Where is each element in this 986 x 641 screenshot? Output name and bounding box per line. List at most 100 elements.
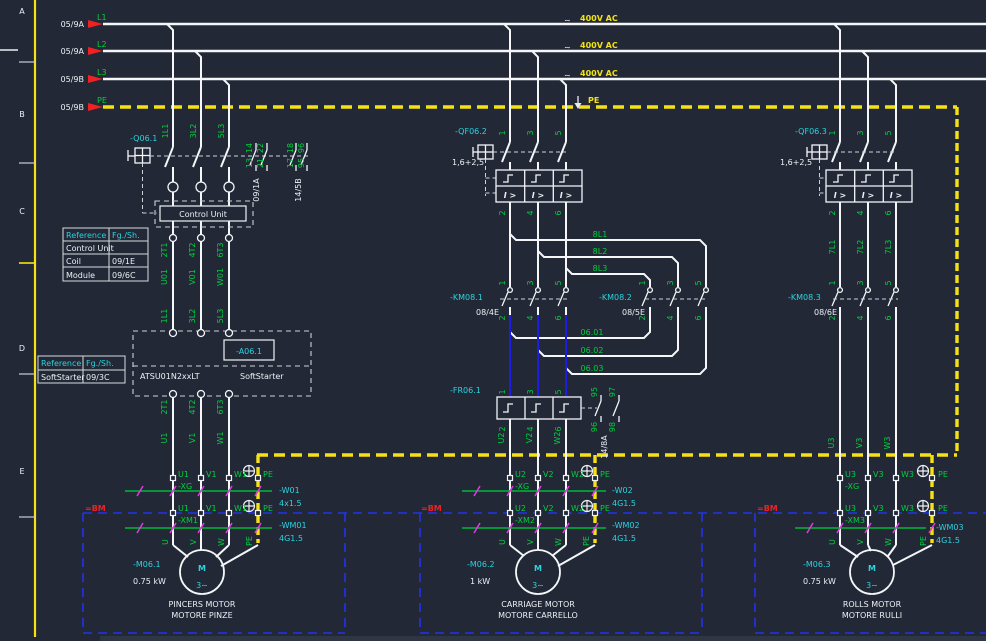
zone-bm-2: =BM (421, 504, 442, 513)
w-06-02: 06.02 (581, 346, 604, 355)
km3-p3: 3 (856, 280, 865, 285)
cable-w01-size: 4x1.5 (279, 499, 302, 508)
t1-r2c2: 09/1E (112, 257, 135, 266)
volt-1: 400V AC (580, 14, 618, 23)
earth-icon (916, 499, 930, 513)
qf3-p5: 5 (884, 130, 893, 135)
cable-wm02: -WM02 (612, 521, 640, 530)
qf3-i1: I > (834, 191, 846, 200)
xm3-v3: V3 (873, 504, 884, 513)
fr-p1: 1 (498, 389, 507, 394)
t1-r3c1: Module (66, 271, 95, 280)
cable-wm01: -WM01 (279, 521, 307, 530)
w-w1: W1 (216, 432, 225, 445)
pin-18: 18 (286, 143, 295, 153)
earth-icon (580, 499, 594, 513)
qf3-i2: I > (862, 191, 874, 200)
ss-out-6t3: 6T3 (216, 399, 225, 414)
cable-wm02-size: 4G1.5 (612, 534, 636, 543)
earth-icon (242, 464, 256, 478)
q06-1-aux-contacts (249, 143, 308, 171)
motor-m06-2 (515, 549, 561, 595)
device-fr06-1: -FR06.1 (450, 386, 481, 395)
qf2-p6: 6 (554, 210, 563, 215)
m3-u: U (828, 539, 837, 545)
m06-3-m: M (868, 564, 876, 573)
pin-95: 95 (297, 158, 306, 168)
xg2-pe: PE (600, 470, 610, 479)
km1-p5: 5 (554, 280, 563, 285)
device-m06-2: -M06.2 (467, 560, 495, 569)
t2-r1c2: 09/3C (86, 373, 110, 382)
volt-2: 400V AC (580, 41, 618, 50)
xm2-pe: PE (600, 504, 610, 513)
a06-1-tag-box (223, 339, 275, 361)
earth-icon (580, 464, 594, 478)
km1-p4: 4 (526, 315, 535, 320)
blue-wires (509, 315, 567, 397)
qf2-range: 1,6+2,5 (452, 158, 484, 167)
m06-3-cap2: MOTORE RULLI (842, 611, 902, 620)
rail-pe: PE (97, 96, 107, 105)
contactor-km08-3 (831, 286, 933, 566)
fr-p5: 5 (554, 389, 563, 394)
km1-p2: 2 (498, 315, 507, 320)
ref-l2: 05/9A (61, 47, 85, 56)
row-letter-b: B (19, 110, 25, 119)
device-qf06-3: -QF06.3 (795, 127, 827, 136)
terminal-row-xg-1 (169, 474, 262, 482)
contactor-km08-2 (509, 286, 710, 375)
source-arrow-l1 (88, 20, 103, 28)
xm2-u2: U2 (515, 504, 526, 513)
m06-2-m: M (534, 564, 542, 573)
row-letter-a: A (19, 7, 25, 16)
device-km08-3: -KM08.3 (788, 293, 821, 302)
qf06-2-handle-icon (472, 144, 494, 160)
qf2-i1: I > (504, 191, 516, 200)
ss-type: ATSU01N2xxLT (140, 372, 200, 381)
m06-3-3ph: 3∼ (866, 581, 878, 590)
m3-w: W (884, 538, 893, 546)
terminal-row-xm3 (836, 509, 936, 517)
km1-p3: 3 (526, 280, 535, 285)
w-w01: W01 (216, 268, 225, 286)
m06-2-3ph: 3∼ (532, 581, 544, 590)
xg3-u3: U3 (845, 470, 856, 479)
xg1-w1: W1 (234, 470, 247, 479)
bm-zone-boundaries (82, 512, 986, 634)
strip-xg-1: -XG (178, 482, 192, 491)
pe-top-label: PE (588, 96, 599, 105)
w-1l1: 1L1 (161, 124, 170, 139)
w-4t2: 4T2 (188, 242, 197, 257)
km3-p6: 6 (884, 315, 893, 320)
ss-in-1l1: 1L1 (160, 309, 169, 324)
w-v01: V01 (188, 269, 197, 285)
overload-fr06-1 (496, 395, 620, 567)
qf2-p5: 5 (554, 130, 563, 135)
earth-icon (242, 499, 256, 513)
m06-1-m: M (198, 564, 206, 573)
xg2-w2: W2 (571, 470, 584, 479)
device-km08-2: -KM08.2 (599, 293, 632, 302)
m3-v: V (856, 539, 865, 545)
w-7l1: 7L1 (828, 240, 837, 255)
km3-p5: 5 (884, 280, 893, 285)
qf3-p1: 1 (828, 130, 837, 135)
w-8l1: 8L1 (593, 230, 608, 239)
m06-1-cap2: MOTORE PINZE (171, 611, 232, 620)
qf06-3-trip-box (825, 169, 913, 203)
pin-17: 17 (286, 158, 295, 168)
pin-21: 21 (256, 158, 265, 168)
xg3-pe: PE (938, 470, 948, 479)
qf3-i3: I > (890, 191, 902, 200)
device-m06-3: -M06.3 (803, 560, 831, 569)
device-km08-1: -KM08.1 (450, 293, 483, 302)
w-2t1: 2T1 (160, 242, 169, 257)
t2-h1: Reference (41, 359, 81, 368)
w-v2: V2 (525, 433, 534, 444)
w-3l2: 3L2 (189, 124, 198, 139)
reference-table-1 (62, 227, 149, 282)
reference-table-2 (37, 355, 126, 384)
t1-r1c1: Control Unit (66, 244, 114, 253)
